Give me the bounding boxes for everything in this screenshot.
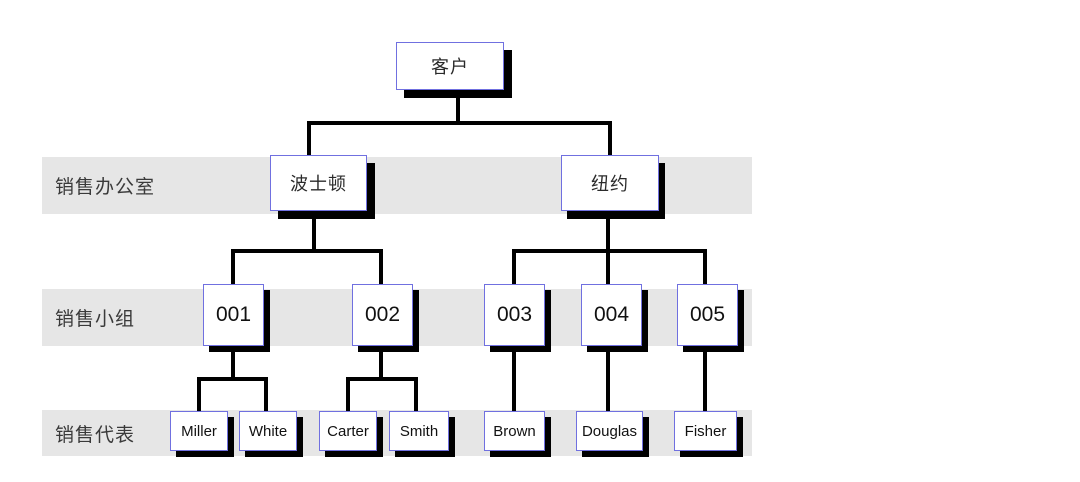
node-rep-miller-label: Miller	[181, 422, 217, 440]
row-label-sales-team: 销售小组	[55, 308, 136, 330]
row-label-sales-rep: 销售代表	[55, 423, 136, 446]
connector-team-005-stem	[703, 344, 707, 413]
node-team-002[interactable]: 002	[352, 284, 413, 346]
connector-team-001-bus	[197, 377, 268, 381]
node-rep-miller[interactable]: Miller	[170, 411, 228, 451]
row-label-sales-office: 销售办公室	[55, 176, 156, 198]
connector-team-001-stem	[231, 344, 235, 380]
node-rep-carter[interactable]: Carter	[319, 411, 377, 451]
connector-team-002-drop-smith	[414, 377, 418, 413]
connector-boston-stem	[312, 209, 316, 252]
node-newyork-label: 纽约	[591, 174, 629, 195]
node-rep-brown[interactable]: Brown	[484, 411, 545, 451]
connector-office-drop-newyork	[608, 121, 612, 158]
connector-customer-stem	[456, 90, 460, 123]
node-boston-label: 波士顿	[290, 174, 347, 195]
connector-newyork-stem	[606, 209, 610, 252]
node-team-004-label: 004	[593, 303, 630, 326]
node-rep-douglas-label: Douglas	[581, 422, 638, 440]
node-customer-label: 客户	[431, 57, 469, 78]
node-rep-fisher-label: Fisher	[684, 422, 727, 440]
node-team-001[interactable]: 001	[203, 284, 264, 346]
node-customer[interactable]: 客户	[396, 42, 504, 90]
node-rep-white-label: White	[248, 422, 288, 440]
node-team-002-label: 002	[364, 303, 401, 326]
node-rep-white[interactable]: White	[239, 411, 297, 451]
connector-team-002-stem	[379, 344, 383, 380]
node-team-003-label: 003	[496, 303, 533, 326]
connector-newyork-drop-team-004	[606, 249, 610, 287]
node-team-005-label: 005	[689, 303, 726, 326]
connector-team-003-stem	[512, 344, 516, 413]
connector-boston-drop-team-001	[231, 249, 235, 287]
connector-newyork-drop-team-003	[512, 249, 516, 287]
connector-team-001-drop-miller	[197, 377, 201, 413]
node-team-003[interactable]: 003	[484, 284, 545, 346]
node-rep-douglas[interactable]: Douglas	[576, 411, 643, 451]
node-rep-carter-label: Carter	[327, 422, 369, 440]
connector-team-002-drop-carter	[346, 377, 350, 413]
node-rep-fisher[interactable]: Fisher	[674, 411, 737, 451]
node-rep-brown-label: Brown	[493, 422, 536, 440]
connector-team-001-drop-white	[264, 377, 268, 413]
connector-newyork-drop-team-005	[703, 249, 707, 287]
connector-office-drop-boston	[307, 121, 311, 158]
connector-boston-drop-team-002	[379, 249, 383, 287]
node-newyork[interactable]: 纽约	[561, 155, 659, 211]
connector-team-004-stem	[606, 344, 610, 413]
node-boston[interactable]: 波士顿	[270, 155, 367, 211]
node-team-001-label: 001	[215, 303, 252, 326]
node-team-004[interactable]: 004	[581, 284, 642, 346]
node-rep-smith-label: Smith	[399, 422, 439, 440]
connector-team-002-bus	[346, 377, 418, 381]
connector-boston-bus	[231, 249, 383, 253]
node-rep-smith[interactable]: Smith	[389, 411, 449, 451]
node-team-005[interactable]: 005	[677, 284, 738, 346]
connector-office-bus	[307, 121, 612, 125]
